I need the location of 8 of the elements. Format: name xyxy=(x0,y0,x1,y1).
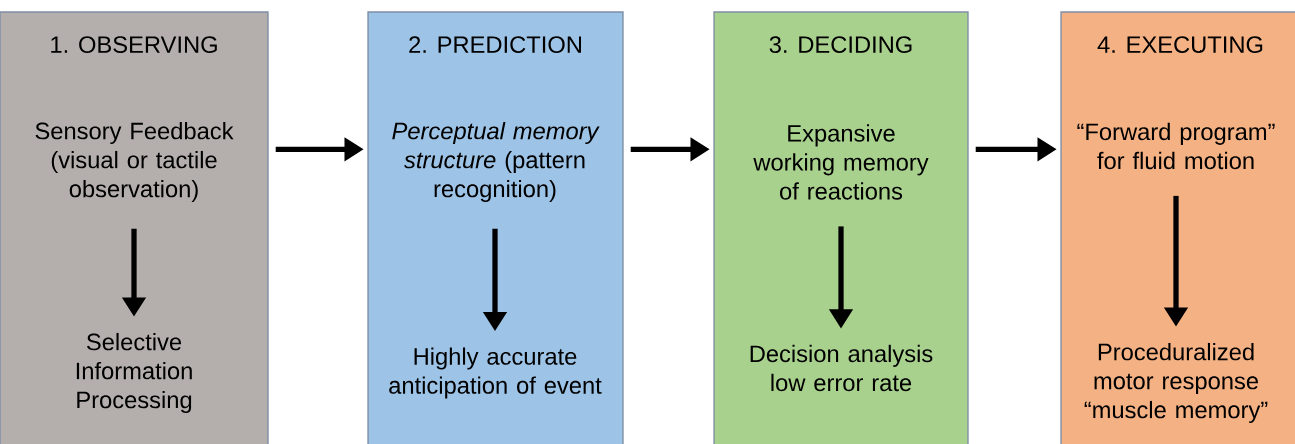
stage-text: “Forward program” for fluid motion xyxy=(1077,122,1275,170)
stage-text: Selective Information Processing xyxy=(76,332,192,414)
stage-text: Expansive working memory of reactions xyxy=(753,124,929,200)
stage-text: Sensory Feedback (visual or tactile observation) xyxy=(35,121,234,203)
stage-text: Perceptual memory structure (pattern recognition) xyxy=(392,121,600,203)
stage-text: Proceduralized motor response “muscle memory” xyxy=(1084,342,1268,424)
stage-text: Decision analysis low error rate xyxy=(750,344,933,392)
stage-text: Highly accurate anticipation of event xyxy=(389,347,602,399)
